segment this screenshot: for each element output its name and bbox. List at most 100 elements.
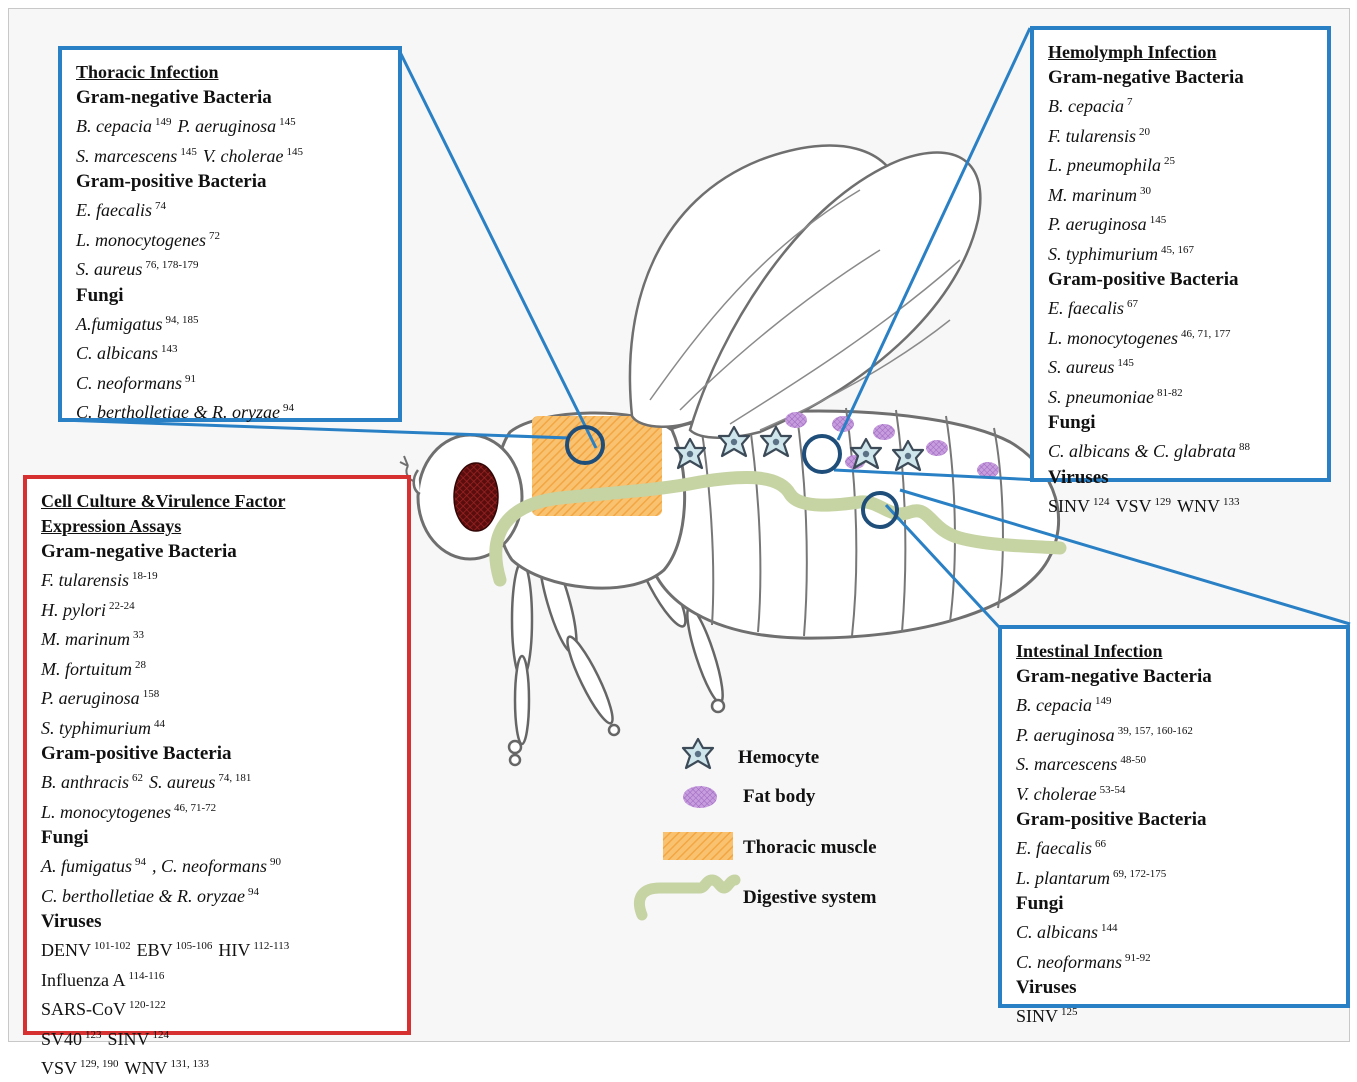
reference-number: 94, 185 — [166, 314, 199, 326]
organism-name: F. tularensis — [41, 570, 129, 590]
reference-number: 149 — [1095, 695, 1112, 707]
organism-name: WNV — [125, 1058, 168, 1078]
organism-name: E. faecalis — [76, 200, 152, 220]
box-title: Cell Culture &Virulence Factor — [41, 489, 393, 514]
reference-number: 94 — [135, 856, 146, 868]
fungi-item: C. albicans & C. glabrata88 — [1048, 435, 1313, 465]
organism-name: E. faecalis — [1016, 838, 1092, 858]
reference-number: 81-82 — [1157, 387, 1183, 399]
organism-name: VSV — [41, 1058, 77, 1078]
organism-name: B. cepacia — [1048, 96, 1124, 116]
organism-name: P. aeruginosa — [177, 116, 276, 136]
organism-name: C. albicans — [76, 343, 158, 363]
organism-name: C. bertholletiae & R. oryzae — [76, 402, 280, 422]
organism-name: F. tularensis — [1048, 126, 1136, 146]
organism-name: HIV — [218, 940, 250, 960]
reference-number: 149 — [155, 116, 172, 128]
organism-name: SARS-CoV — [41, 999, 126, 1019]
organism-name: DENV — [41, 940, 91, 960]
box-title: Thoracic Infection — [76, 60, 384, 85]
organism-name: L. pneumophila — [1048, 155, 1161, 175]
fly-eye — [454, 463, 498, 531]
reference-number: 76, 178-179 — [145, 259, 198, 271]
organism-name: V. cholerae — [203, 146, 284, 166]
reference-number: 90 — [270, 856, 281, 868]
reference-number: 53-54 — [1100, 784, 1126, 796]
gram-negative-item: S. marcescens145V. cholerae145 — [76, 140, 384, 170]
legend-digestive-system-icon — [639, 880, 735, 915]
reference-number: 145 — [180, 146, 197, 158]
gram-negative-heading: Gram-negative Bacteria — [41, 539, 393, 564]
organism-name: Influenza A — [41, 970, 125, 990]
organism-name: S. marcescens — [1016, 754, 1117, 774]
organism-name: SV40 — [41, 1029, 82, 1049]
gram-negative-item: P. aeruginosa145 — [1048, 208, 1313, 238]
organism-name: E. faecalis — [1048, 298, 1124, 318]
box-title: Hemolymph Infection — [1048, 40, 1313, 65]
reference-number: 145 — [279, 116, 296, 128]
organism-name: C. albicans & C. glabrata — [1048, 441, 1236, 461]
reference-number: 18-19 — [132, 570, 158, 582]
reference-number: 112-113 — [253, 940, 289, 952]
organism-name: WNV — [1177, 496, 1220, 516]
organism-name: C. neoformans — [1016, 952, 1122, 972]
box-title: Intestinal Infection — [1016, 639, 1332, 664]
reference-number: 145 — [1117, 357, 1134, 369]
viruses-heading: Viruses — [1016, 975, 1332, 1000]
organism-name: M. marinum — [41, 629, 130, 649]
gram-negative-heading: Gram-negative Bacteria — [1048, 65, 1313, 90]
organism-name: B. cepacia — [76, 116, 152, 136]
organism-name: SINV — [1016, 1006, 1058, 1026]
reference-number: 22-24 — [109, 600, 135, 612]
reference-number: 94 — [283, 402, 294, 414]
reference-number: 144 — [1101, 922, 1118, 934]
reference-number: 145 — [1150, 214, 1167, 226]
reference-number: 20 — [1139, 126, 1150, 138]
reference-number: 30 — [1140, 185, 1151, 197]
legend-hemocyte-icon — [683, 739, 713, 768]
fungi-heading: Fungi — [41, 825, 393, 850]
reference-number: 120-122 — [129, 999, 166, 1011]
legend-hemocyte-label: Hemocyte — [738, 747, 819, 769]
gram-positive-item: S. aureus76, 178-179 — [76, 253, 384, 283]
organism-name: L. monocytogenes — [1048, 328, 1178, 348]
fungi-heading: Fungi — [76, 283, 384, 308]
reference-number: 123 — [85, 1029, 102, 1041]
organism-name: C. neoformans — [76, 373, 182, 393]
organism-name: EBV — [137, 940, 173, 960]
gram-negative-heading: Gram-negative Bacteria — [76, 85, 384, 110]
organism-name: S. typhimurium — [41, 718, 151, 738]
organism-name: A. fumigatus — [41, 856, 132, 876]
viruses-heading: Viruses — [41, 909, 393, 934]
reference-number: 45, 167 — [1161, 244, 1194, 256]
reference-number: 124 — [1093, 496, 1110, 508]
reference-number: 129 — [1155, 496, 1172, 508]
reference-number: 25 — [1164, 155, 1175, 167]
organism-name: B. cepacia — [1016, 695, 1092, 715]
legend-digestive-system-label: Digestive system — [743, 887, 877, 909]
reference-number: 94 — [248, 886, 259, 898]
gram-positive-item: S. aureus145 — [1048, 351, 1313, 381]
organism-name: P. aeruginosa — [1048, 214, 1147, 234]
reference-number: 39, 157, 160-162 — [1118, 725, 1193, 737]
organism-name: S. aureus — [1048, 357, 1114, 377]
cell-culture-assays-box: Cell Culture &Virulence FactorExpression… — [23, 475, 411, 1035]
reference-number: 66 — [1095, 838, 1106, 850]
reference-number: 88 — [1239, 441, 1250, 453]
reference-number: 62 — [132, 772, 143, 784]
reference-number: 74 — [155, 200, 166, 212]
